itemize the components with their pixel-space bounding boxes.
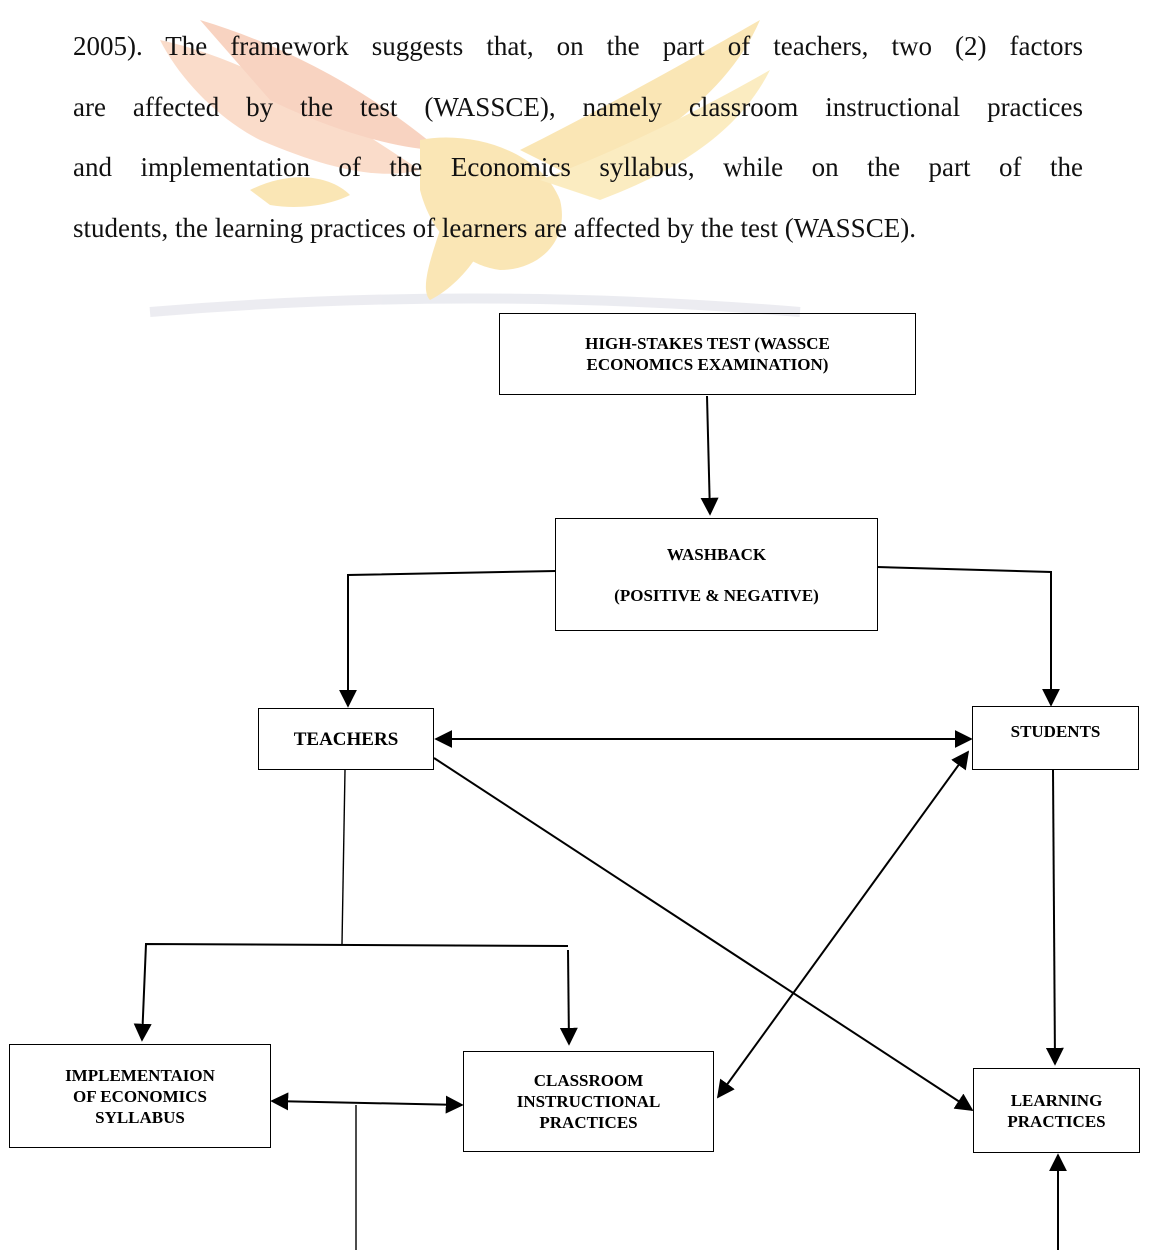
watermark-right-wing-2 [540,70,770,200]
box-text: (POSITIVE & NEGATIVE) [614,585,819,605]
watermark-band [149,293,801,317]
watermark-body [420,137,562,270]
box-text: PRACTICES [1007,1111,1106,1131]
watermark-left-wing-2 [200,20,440,150]
watermark-tail [425,230,480,300]
watermark-head [250,177,350,207]
arrow-students-classroom [716,750,970,1099]
box-text: TEACHERS [293,728,399,750]
box-teachers: TEACHERS [258,708,434,770]
box-text: WASHBACK [666,544,767,564]
box-classroom: CLASSROOM INSTRUCTIONAL PRACTICES [463,1051,714,1152]
watermark-right-wing [520,20,760,180]
connector-washback-to-teachers [339,570,557,708]
box-text: SYLLABUS [95,1107,185,1127]
paragraph-line: 2005). The framework suggests that, on t… [73,31,1083,61]
box-text: LEARNING [1010,1090,1103,1110]
box-text: IMPLEMENTAION [65,1065,215,1085]
box-text: OF ECONOMICS [73,1086,207,1106]
box-implementation: IMPLEMENTAION OF ECONOMICS SYLLABUS [9,1044,271,1148]
connector-branch-to-classroom [559,949,578,1046]
body-paragraph: 2005). The framework suggests that, on t… [73,16,1083,258]
box-text: PRACTICES [539,1113,638,1132]
box-text: CLASSROOM [533,1071,644,1090]
paragraph-line: are affected by the test (WASSCE), namel… [73,91,1083,122]
arrow-implementation-classroom [270,1092,464,1114]
paragraph-line: and implementation of the Economics syll… [73,152,1083,182]
paragraph-line: students, the learning practices of lear… [73,212,916,243]
connector-branch-to-implementation [133,942,569,1042]
arrow-test-to-washback [700,395,719,516]
arrow-students-to-learning [1045,769,1064,1066]
box-learning-practices: LEARNING PRACTICES [973,1068,1140,1153]
box-text: ECONOMICS EXAMINATION) [586,355,829,374]
box-text: STUDENTS [1010,722,1101,741]
box-washback: WASHBACK (POSITIVE & NEGATIVE) [555,518,878,631]
box-text: INSTRUCTIONAL [516,1092,661,1111]
box-students: STUDENTS [972,706,1139,770]
connector-washback-to-students [876,566,1060,707]
box-text: HIGH-STAKES TEST (WASSCE [585,334,830,353]
box-high-stakes-test: HIGH-STAKES TEST (WASSCE ECONOMICS EXAMI… [499,313,916,395]
connector-teachers-stem [341,769,346,945]
